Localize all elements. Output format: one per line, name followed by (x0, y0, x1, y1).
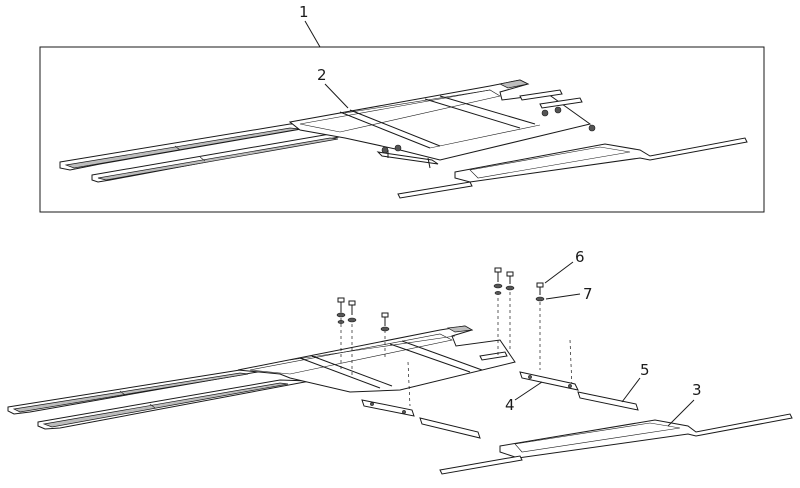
assembly-frame (39, 46, 765, 213)
callout-3: 3 (667, 381, 702, 427)
callout-7: 7 (545, 285, 593, 303)
bolts-group-right (493, 267, 545, 302)
part-3-bracket-frame (439, 413, 793, 475)
callout-6-label: 6 (575, 248, 585, 266)
callout-5: 5 (621, 361, 650, 403)
part-4-clamp-bar (361, 371, 579, 417)
bolts-group-left (336, 297, 390, 332)
bottom-rail-right (37, 379, 311, 430)
fastener-leaders (340, 292, 573, 407)
callout-2-label: 2 (317, 66, 327, 84)
top-rail-left (59, 123, 331, 171)
part-5-plate (419, 391, 639, 439)
callout-5-label: 5 (640, 361, 650, 379)
callout-1-label: 1 (299, 3, 309, 21)
callout-7-label: 7 (583, 285, 593, 303)
callout-4-label: 4 (505, 396, 515, 414)
top-main-frame (288, 79, 592, 161)
top-lower-bracket (397, 137, 748, 199)
callout-6: 6 (544, 248, 585, 284)
callout-1: 1 (299, 3, 321, 48)
bottom-main-frame (237, 325, 516, 393)
callout-2: 2 (317, 66, 349, 109)
callout-3-label: 3 (692, 381, 702, 399)
callout-4: 4 (505, 381, 543, 414)
top-fasteners (376, 106, 596, 169)
